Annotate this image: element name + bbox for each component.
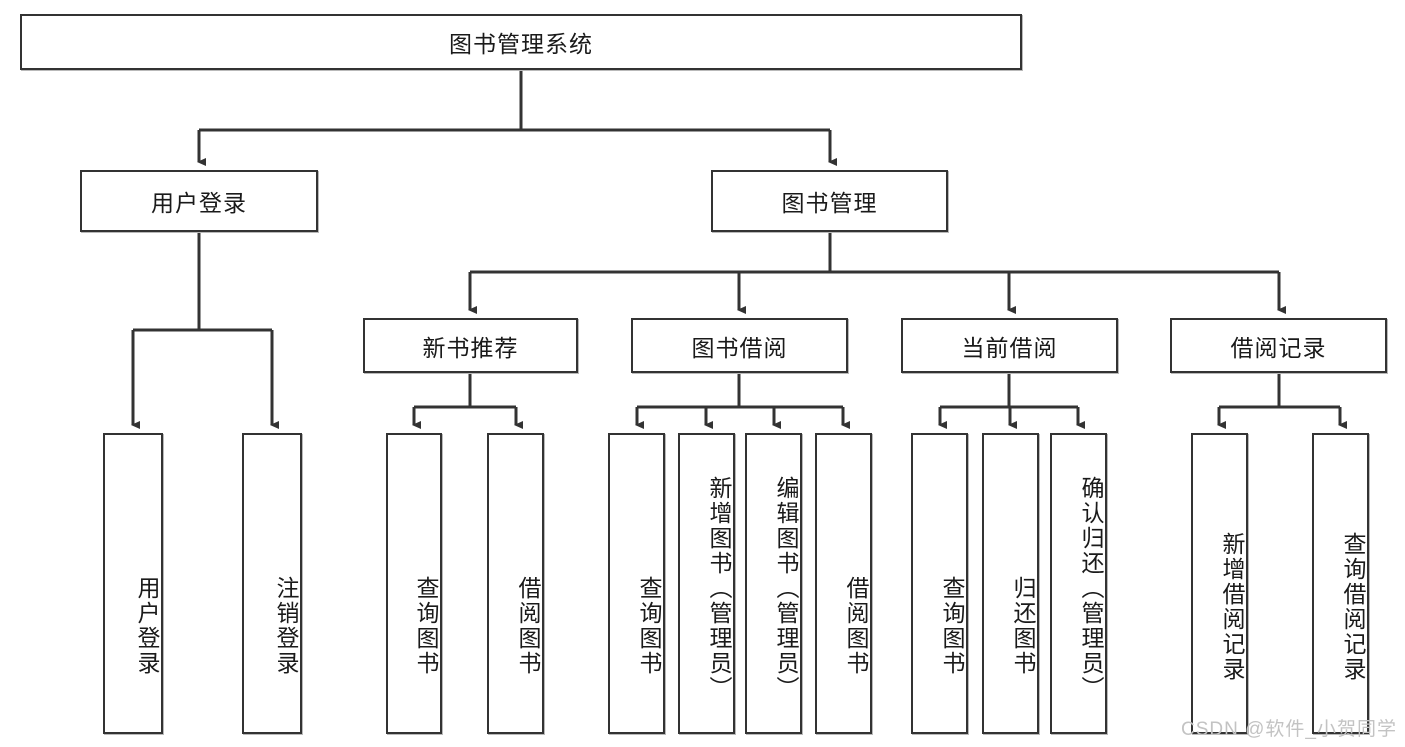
- leaf-user-login[interactable]: 用户登录: [103, 433, 163, 734]
- leaf-return-books[interactable]: 归还图书: [982, 433, 1039, 734]
- leaf-add-book-admin[interactable]: 新增图书（管理员）: [678, 433, 735, 734]
- leaf-add-book-admin-label: 新增图书（管理员）: [706, 476, 732, 701]
- leaf-query-books-borrow-label: 查询图书: [636, 575, 662, 676]
- leaf-borrow-books-recommend[interactable]: 借阅图书: [487, 433, 544, 734]
- leaf-query-books-current[interactable]: 查询图书: [911, 433, 968, 734]
- node-new-book-recommend[interactable]: 新书推荐: [363, 318, 578, 373]
- leaf-borrow-books-recommend-label: 借阅图书: [515, 575, 541, 676]
- node-user-login[interactable]: 用户登录: [80, 170, 318, 232]
- node-root-label: 图书管理系统: [449, 31, 593, 57]
- leaf-logout[interactable]: 注销登录: [242, 433, 302, 734]
- node-current-borrow-label: 当前借阅: [961, 334, 1058, 361]
- leaf-query-books-recommend[interactable]: 查询图书: [386, 433, 442, 734]
- leaf-query-borrow-record-label: 查询借阅记录: [1340, 531, 1366, 682]
- leaf-borrow-books[interactable]: 借阅图书: [815, 433, 872, 734]
- node-book-borrow-label: 图书借阅: [691, 334, 788, 361]
- node-root[interactable]: 图书管理系统: [20, 14, 1022, 70]
- leaf-edit-book-admin-label: 编辑图书（管理员）: [773, 476, 799, 701]
- node-book-borrow[interactable]: 图书借阅: [631, 318, 848, 373]
- node-borrow-records-label: 借阅记录: [1230, 334, 1327, 361]
- node-user-login-label: 用户登录: [151, 190, 247, 216]
- node-book-management-label: 图书管理: [781, 190, 878, 216]
- node-current-borrow[interactable]: 当前借阅: [901, 318, 1118, 373]
- leaf-query-books-borrow[interactable]: 查询图书: [608, 433, 665, 734]
- node-book-management[interactable]: 图书管理: [711, 170, 948, 232]
- node-new-book-recommend-label: 新书推荐: [422, 334, 519, 361]
- leaf-query-books-current-label: 查询图书: [939, 575, 965, 676]
- leaf-confirm-return-admin-label: 确认归还（管理员）: [1078, 476, 1104, 701]
- leaf-user-login-label: 用户登录: [134, 575, 160, 676]
- watermark: CSDN @软件_小贺同学: [1181, 719, 1397, 740]
- leaf-confirm-return-admin[interactable]: 确认归还（管理员）: [1050, 433, 1107, 734]
- node-borrow-records[interactable]: 借阅记录: [1170, 318, 1387, 373]
- leaf-add-borrow-record-label: 新增借阅记录: [1219, 531, 1245, 682]
- leaf-add-borrow-record[interactable]: 新增借阅记录: [1191, 433, 1248, 734]
- leaf-edit-book-admin[interactable]: 编辑图书（管理员）: [745, 433, 802, 734]
- leaf-query-books-recommend-label: 查询图书: [413, 575, 439, 676]
- leaf-borrow-books-label: 借阅图书: [843, 575, 869, 676]
- leaf-return-books-label: 归还图书: [1010, 575, 1036, 676]
- leaf-query-borrow-record[interactable]: 查询借阅记录: [1312, 433, 1369, 734]
- leaf-logout-label: 注销登录: [273, 575, 299, 676]
